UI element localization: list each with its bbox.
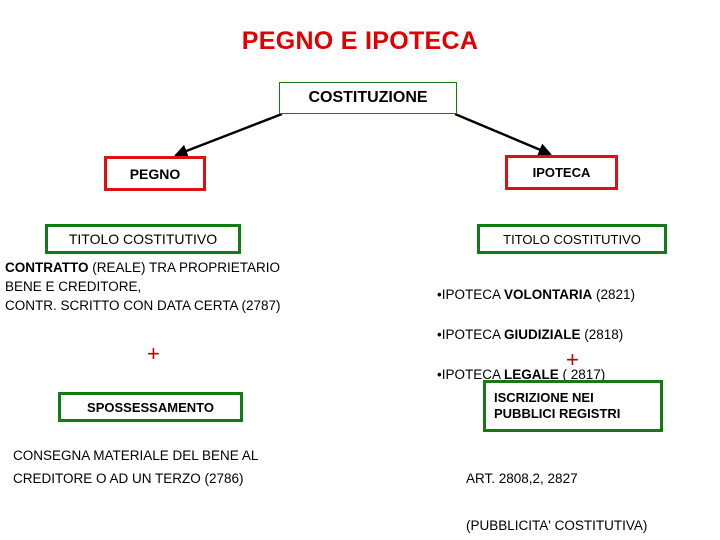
list-item: •IPOTECA GIUDIZIALE (2818) bbox=[437, 325, 707, 345]
list-item-bold: VOLONTARIA bbox=[504, 286, 593, 302]
node-ipoteca-label: IPOTECA bbox=[532, 165, 591, 180]
list-item: •IPOTECA VOLONTARIA (2821) bbox=[437, 285, 707, 305]
list-item-bullet: • bbox=[437, 366, 442, 382]
list-item-prefix: IPOTECA bbox=[441, 326, 505, 342]
node-ipoteca-titolo-costitutivo-label: TITOLO COSTITUTIVO bbox=[503, 231, 641, 247]
list-item-prefix: IPOTECA bbox=[441, 366, 505, 382]
iscrizione-detail-line2: (PUBBLICITA' COSTITUTIVA) bbox=[466, 517, 648, 533]
list-item: •IPOTECA LEGALE ( 2817) bbox=[437, 365, 707, 385]
pegno-titolo-detail-rest: (REALE) TRA PROPRIETARIO BENE E CREDITOR… bbox=[5, 260, 281, 314]
list-item-bold: GIUDIZIALE bbox=[504, 326, 581, 342]
pegno-titolo-detail-text: CONTRATTO (REALE) TRA PROPRIETARIO BENE … bbox=[5, 258, 360, 315]
node-pegno-titolo-costitutivo-label: TITOLO COSTITUTIVO bbox=[68, 231, 218, 247]
list-item-suffix: (2818) bbox=[580, 326, 624, 342]
node-ipoteca-titolo-costitutivo[interactable]: TITOLO COSTITUTIVO bbox=[477, 224, 667, 254]
node-iscrizione-line1: ISCRIZIONE NEI bbox=[494, 389, 594, 405]
ipoteca-plus-connector: + bbox=[566, 347, 579, 372]
iscrizione-detail-line1: ART. 2808,2, 2827 bbox=[466, 471, 578, 487]
list-item-bullet: • bbox=[437, 286, 442, 302]
node-spossessamento[interactable]: SPOSSESSAMENTO bbox=[58, 392, 243, 422]
node-ipoteca[interactable]: IPOTECA bbox=[505, 155, 618, 190]
list-item-bold: LEGALE bbox=[504, 366, 559, 382]
iscrizione-detail-text: ART. 2808,2, 2827 (PUBBLICITA' COSTITUTI… bbox=[466, 444, 716, 540]
spossessamento-detail-text: CONSEGNA MATERIALE DEL BENE AL CREDITORE… bbox=[13, 448, 259, 487]
node-spossessamento-label: SPOSSESSAMENTO bbox=[87, 399, 214, 415]
node-iscrizione-line2: PUBBLICI REGISTRI bbox=[494, 406, 621, 421]
list-item-suffix: ( 2817) bbox=[558, 366, 606, 382]
node-pegno-label: PEGNO bbox=[129, 165, 181, 182]
list-item-suffix: (2821) bbox=[592, 286, 636, 302]
arrow-costituzione-to-pegno bbox=[174, 112, 283, 158]
pegno-plus-connector: + bbox=[147, 341, 160, 366]
pegno-titolo-detail-bold: CONTRATTO bbox=[5, 260, 89, 275]
page-title: PEGNO E IPOTECA bbox=[241, 27, 479, 55]
arrow-costituzione-to-ipoteca bbox=[454, 112, 552, 156]
node-costituzione[interactable]: COSTITUZIONE bbox=[279, 82, 457, 114]
list-item-prefix: IPOTECA bbox=[441, 286, 505, 302]
node-pegno-titolo-costitutivo[interactable]: TITOLO COSTITUTIVO bbox=[45, 224, 241, 254]
list-item-bullet: • bbox=[437, 326, 442, 342]
node-iscrizione-pubblici-registri[interactable]: ISCRIZIONE NEI PUBBLICI REGISTRI bbox=[483, 380, 663, 432]
node-pegno[interactable]: PEGNO bbox=[104, 156, 206, 191]
node-costituzione-label: COSTITUZIONE bbox=[308, 89, 428, 106]
ipoteca-titolo-list: •IPOTECA VOLONTARIA (2821) •IPOTECA GIUD… bbox=[437, 265, 707, 405]
